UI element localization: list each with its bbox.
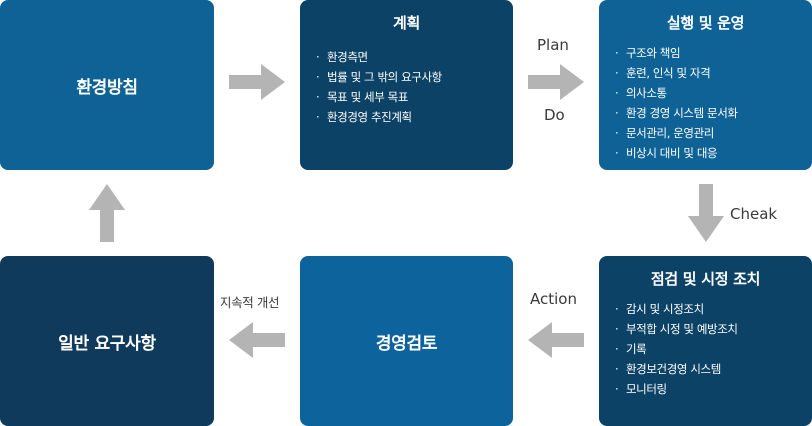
plan-title: 계획 xyxy=(392,14,420,32)
plan-item: 법률 및 그 밖의 요구사항 xyxy=(316,67,513,87)
plan-item: 환경측면 xyxy=(316,47,513,67)
operation-item: 훈련, 인식 및 자격 xyxy=(615,63,812,83)
arrow-right-icon xyxy=(528,64,584,100)
operation-item: 구조와 책임 xyxy=(615,43,812,63)
plan-item-list: 환경측면 법률 및 그 밖의 요구사항 목표 및 세부 목표 환경경영 추진계획 xyxy=(316,47,513,127)
operation-title: 실행 및 운영 xyxy=(666,14,745,32)
management-review-title: 경영검토 xyxy=(375,333,438,354)
action-label: Action xyxy=(530,290,577,308)
continuous-improvement-label: 지속적 개선 xyxy=(220,295,280,310)
arrow-down-icon xyxy=(688,184,724,242)
operation-item-list: 구조와 책임 훈련, 인식 및 자격 의사소통 환경 경영 시스템 문서화 문서… xyxy=(615,43,812,163)
operation-item: 비상시 대비 및 대응 xyxy=(615,143,812,163)
check-item: 모니터링 xyxy=(615,379,812,399)
plan-box: 계획 환경측면 법률 및 그 밖의 요구사항 목표 및 세부 목표 환경경영 추… xyxy=(300,0,513,170)
plan-label: Plan xyxy=(537,36,569,54)
operation-item: 의사소통 xyxy=(615,83,812,103)
cheak-label: Cheak xyxy=(730,205,778,223)
arrow-up-icon xyxy=(89,184,125,242)
check-box: 점검 및 시정 조치 감시 및 시정조치 부적합 시정 및 예방조치 기록 환경… xyxy=(599,256,812,426)
arrow-left-icon xyxy=(528,322,584,358)
check-title: 점검 및 시정 조치 xyxy=(650,270,761,288)
operation-item: 환경 경영 시스템 문서화 xyxy=(615,103,812,123)
general-requirements-title: 일반 요구사항 xyxy=(58,333,156,354)
check-item-list: 감시 및 시정조치 부적합 시정 및 예방조치 기록 환경보건경영 시스템 모니… xyxy=(615,299,812,399)
plan-item: 환경경영 추진계획 xyxy=(316,107,513,127)
plan-item: 목표 및 세부 목표 xyxy=(316,87,513,107)
arrow-right-icon xyxy=(229,64,285,100)
check-item: 감시 및 시정조치 xyxy=(615,299,812,319)
environmental-policy-box: 환경방침 xyxy=(0,0,214,170)
check-item: 환경보건경영 시스템 xyxy=(615,359,812,379)
environmental-policy-title: 환경방침 xyxy=(76,77,138,98)
arrow-left-icon xyxy=(229,322,285,358)
do-label: Do xyxy=(544,106,565,124)
operation-item: 문서관리, 운영관리 xyxy=(615,123,812,143)
general-requirements-box: 일반 요구사항 xyxy=(0,256,214,426)
check-item: 부적합 시정 및 예방조치 xyxy=(615,319,812,339)
check-item: 기록 xyxy=(615,339,812,359)
operation-box: 실행 및 운영 구조와 책임 훈련, 인식 및 자격 의사소통 환경 경영 시스… xyxy=(599,0,812,170)
management-review-box: 경영검토 xyxy=(300,256,513,426)
